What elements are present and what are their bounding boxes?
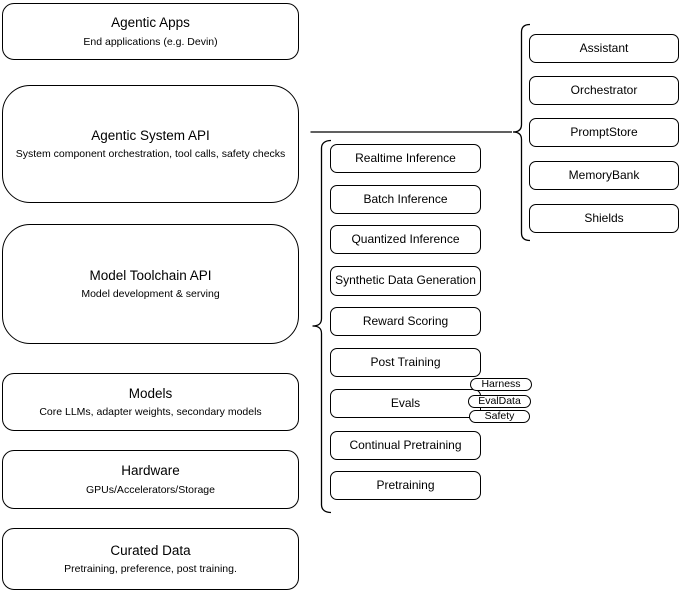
layer-subtitle: Core LLMs, adapter weights, secondary mo… xyxy=(39,406,262,419)
service-post-training: Post Training xyxy=(330,348,481,377)
layer-subtitle: System component orchestration, tool cal… xyxy=(15,148,286,161)
service-label: Post Training xyxy=(370,354,441,369)
service-label: Reward Scoring xyxy=(362,313,449,328)
component-memorybank: MemoryBank xyxy=(529,161,679,190)
service-pretraining: Pretraining xyxy=(330,471,481,500)
service-label: Pretraining xyxy=(376,477,435,492)
service-quantized-inference: Quantized Inference xyxy=(330,225,481,254)
layer-subtitle: End applications (e.g. Devin) xyxy=(83,35,218,48)
layer-curated-data: Curated Data Pretraining, preference, po… xyxy=(2,528,299,590)
service-label: Synthetic Data Generation xyxy=(335,273,476,288)
layer-title: Curated Data xyxy=(110,542,191,558)
component-assistant: Assistant xyxy=(529,34,679,63)
layer-subtitle: GPUs/Accelerators/Storage xyxy=(86,483,215,496)
component-label: Orchestrator xyxy=(570,82,638,97)
service-label: Realtime Inference xyxy=(355,150,456,165)
service-label: Quantized Inference xyxy=(351,231,460,246)
service-label: Continual Pretraining xyxy=(349,437,462,452)
layer-models: Models Core LLMs, adapter weights, secon… xyxy=(2,373,299,431)
layer-hardware: Hardware GPUs/Accelerators/Storage xyxy=(2,450,299,509)
tag-label: EvalData xyxy=(478,395,521,408)
component-orchestrator: Orchestrator xyxy=(529,76,679,105)
layer-title: Agentic Apps xyxy=(111,15,190,31)
toolchain-brace xyxy=(312,139,332,514)
layer-title: Model Toolchain API xyxy=(89,267,212,283)
tag-harness: Harness xyxy=(470,378,532,391)
service-evals: Evals xyxy=(330,389,481,418)
service-batch-inference: Batch Inference xyxy=(330,185,481,214)
layer-title: Hardware xyxy=(121,463,180,479)
service-label: Batch Inference xyxy=(363,191,448,206)
tag-label: Safety xyxy=(484,410,515,423)
service-continual-pretraining: Continual Pretraining xyxy=(330,431,481,460)
component-shields: Shields xyxy=(529,204,679,233)
component-promptstore: PromptStore xyxy=(529,118,679,147)
layer-subtitle: Model development & serving xyxy=(81,288,220,301)
layer-title: Agentic System API xyxy=(91,127,210,143)
tag-evaldata: EvalData xyxy=(468,395,531,408)
service-label: Evals xyxy=(390,395,421,410)
component-label: Shields xyxy=(584,210,624,225)
service-realtime-inference: Realtime Inference xyxy=(330,144,481,173)
layer-subtitle: Pretraining, preference, post training. xyxy=(64,563,237,576)
tag-label: Harness xyxy=(481,378,521,391)
service-reward-scoring: Reward Scoring xyxy=(330,307,481,336)
layer-title: Models xyxy=(128,385,173,401)
component-label: MemoryBank xyxy=(568,167,640,182)
component-label: Assistant xyxy=(579,40,629,55)
layer-model-toolchain-api: Model Toolchain API Model development & … xyxy=(2,224,299,344)
components-brace xyxy=(512,23,531,242)
component-label: PromptStore xyxy=(570,124,638,139)
service-synthetic-data-generation: Synthetic Data Generation xyxy=(330,266,481,296)
tag-safety: Safety xyxy=(469,410,530,423)
layer-agentic-system-api: Agentic System API System component orch… xyxy=(2,85,299,203)
layer-agentic-apps: Agentic Apps End applications (e.g. Devi… xyxy=(2,3,299,60)
